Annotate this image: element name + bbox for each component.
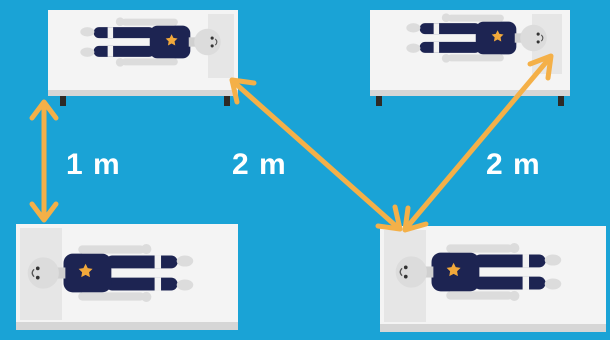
bed-top-right xyxy=(370,10,570,106)
distance-label-diagonal-right: 2 m xyxy=(486,148,541,181)
double-arrow-icon xyxy=(29,99,59,223)
double-arrow-icon xyxy=(229,77,403,232)
bed-bottom-right xyxy=(380,226,606,332)
distance-label-vertical: 1 m xyxy=(66,148,121,181)
bed-top-left xyxy=(48,10,238,106)
distance-label-diagonal-left: 2 m xyxy=(232,148,287,181)
double-arrow-icon xyxy=(402,53,554,233)
bed-bottom-left xyxy=(16,224,238,330)
